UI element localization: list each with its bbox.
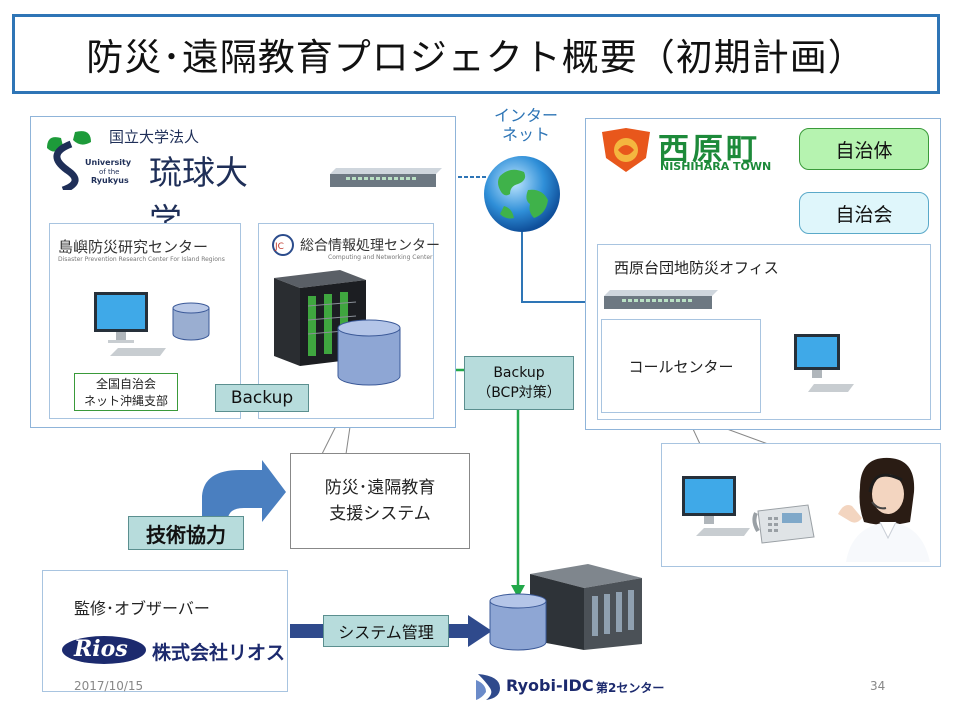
nishihara-logo: 西原町 NISHIHARA TOWN <box>596 124 786 176</box>
nishihara-emblem-icon <box>602 128 650 172</box>
network-branch-line2: ネット沖縄支部 <box>83 394 168 408</box>
ryukyu-en-1: University <box>85 158 132 167</box>
municipality-button[interactable]: 自治体 <box>799 128 929 170</box>
office-title: 西原台団地防災オフィス <box>614 259 779 277</box>
municipality-button-label: 自治体 <box>835 139 893 162</box>
support-system-line2: 支援システム <box>329 504 431 524</box>
page-title: 防災･遠隔教育プロジェクト概要（初期計画） <box>86 36 866 79</box>
tech-cooperation-arrow <box>202 460 286 522</box>
tech-cooperation-text: 技術協力 <box>146 522 226 547</box>
ryukyu-en-3: Ryukyus <box>91 176 129 185</box>
network-switch-office <box>604 290 718 310</box>
internet-globe-icon <box>482 154 562 238</box>
pc-monitor-icon <box>88 290 170 362</box>
call-center-label: コールセンター <box>628 357 734 376</box>
network-branch-line1: 全国自治会 <box>95 377 156 391</box>
operator-avatar <box>836 452 932 566</box>
supervisor-box <box>42 570 288 692</box>
backup-bcp-line2: （BCP対策） <box>477 385 561 401</box>
operator-monitor-icon <box>678 474 752 542</box>
database-icon-large <box>336 318 402 392</box>
backup-arrowhead-bcp <box>511 585 525 598</box>
support-system-line1: 防災･遠隔教育 <box>324 478 436 498</box>
association-button[interactable]: 自治会 <box>799 192 929 234</box>
ryobi-logo-sub: 第2センター <box>596 681 665 695</box>
backup-bcp-line1: Backup <box>493 365 545 381</box>
database-icon-datacenter <box>488 592 548 656</box>
ryobi-logo-icon <box>476 674 500 700</box>
ryukyu-corp-label: 国立大学法人 <box>109 128 200 146</box>
ryukyu-en-2: of the <box>99 168 120 176</box>
nishihara-logo-text: 西原町 <box>658 132 760 168</box>
backup-label: Backup <box>215 384 309 412</box>
telephone-icon <box>752 497 816 549</box>
system-mgmt-arrowhead <box>468 615 492 647</box>
disaster-center-title: 島嶼防災研究センター <box>58 238 209 256</box>
network-switch-university <box>330 168 442 188</box>
rios-logo-icon <box>62 636 146 664</box>
svg-text:JC: JC <box>274 242 284 252</box>
rios-logo: Rios <box>60 634 148 666</box>
title-box: 防災･遠隔教育プロジェクト概要（初期計画） <box>12 14 940 94</box>
computing-center-title: 総合情報処理センター <box>300 238 440 254</box>
computing-center-logo-icon: JC <box>268 234 298 260</box>
footer-date: 2017/10/15 <box>74 679 144 693</box>
ryobi-logo: Ryobi-IDC 第2センター <box>474 670 674 704</box>
system-mgmt-label: システム管理 <box>323 615 449 647</box>
backup-bcp-label: Backup （BCP対策） <box>464 356 574 410</box>
page-number: 34 <box>870 679 886 693</box>
disaster-center-subtitle: Disaster Prevention Research Center For … <box>58 256 225 263</box>
ryobi-logo-text: Ryobi-IDC <box>506 676 594 695</box>
computing-center-subtitle: Computing and Networking Center <box>328 254 433 261</box>
backup-label-text: Backup <box>230 388 294 408</box>
office-monitor-icon <box>790 332 856 398</box>
internet-label-line1: インター <box>493 106 558 125</box>
ryukyu-emblem-icon <box>47 131 91 194</box>
internet-label: インター ネット <box>486 106 566 144</box>
network-line-internet-to-office <box>521 232 604 303</box>
datacenter-building-icon <box>530 560 642 654</box>
network-branch-box: 全国自治会 ネット沖縄支部 <box>74 373 178 411</box>
ryukyu-logo: 国立大学法人 琉球大学 University of the Ryukyus <box>41 124 271 240</box>
system-mgmt-text: システム管理 <box>338 623 434 642</box>
nishihara-logo-en: NISHIHARA TOWN <box>660 160 772 173</box>
call-center-box: コールセンター <box>601 319 761 413</box>
tech-cooperation-label: 技術協力 <box>128 516 244 550</box>
rios-company-name: 株式会社リオス <box>152 642 286 664</box>
support-system-box: 防災･遠隔教育 支援システム <box>290 453 470 549</box>
internet-label-line2: ネット <box>501 125 550 144</box>
supervisor-label: 監修･オブザーバー <box>74 599 210 618</box>
database-icon-small <box>171 302 211 346</box>
rios-logo-text: Rios <box>74 636 128 662</box>
association-button-label: 自治会 <box>835 203 893 226</box>
